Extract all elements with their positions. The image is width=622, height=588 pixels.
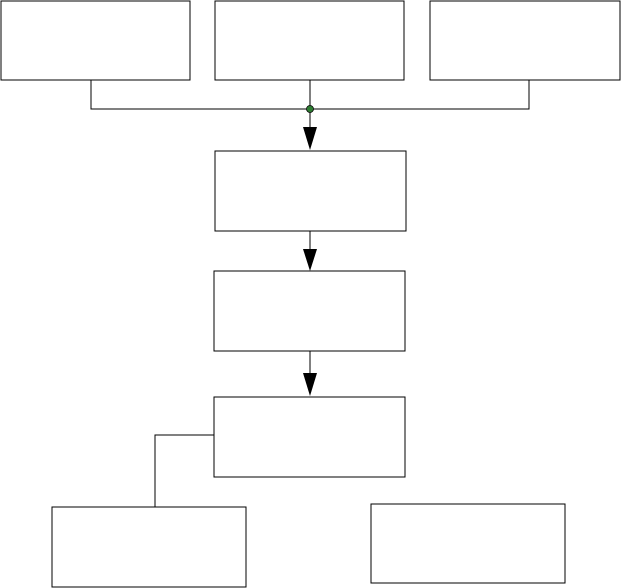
middle-box-2 — [213, 270, 406, 352]
bottom-right-box — [370, 503, 566, 584]
bottom-left-box — [51, 506, 247, 588]
middle-box-3 — [213, 396, 406, 478]
arrowhead-2 — [303, 249, 317, 271]
top-right-box — [429, 0, 621, 81]
top-center-box — [214, 0, 405, 81]
middle-box-1 — [214, 150, 407, 232]
bottom-left-connector — [154, 434, 214, 507]
junction-dot — [306, 105, 314, 113]
top-left-box — [0, 0, 191, 81]
arrowhead-3 — [303, 373, 317, 396]
arrowhead-1 — [303, 127, 317, 150]
